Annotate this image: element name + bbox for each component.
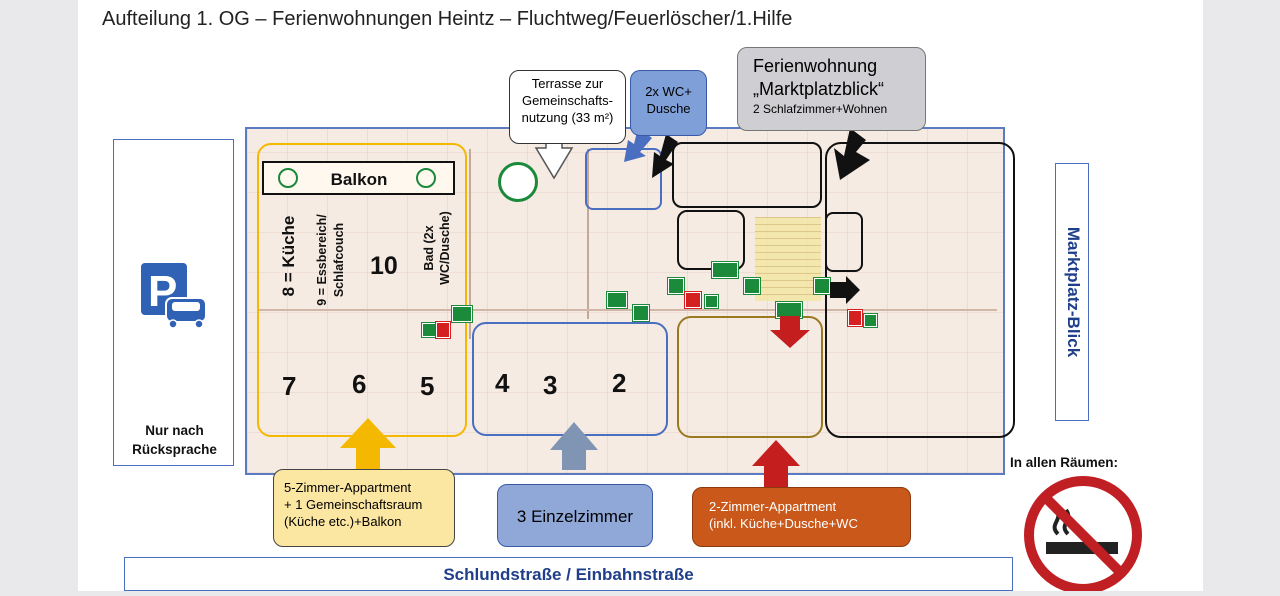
terrace-callout-line: Gemeinschafts- — [521, 93, 614, 108]
arrow-icon — [830, 276, 860, 304]
single-rooms-callout-text: 3 Einzelzimmer — [516, 507, 634, 526]
fire-extinguisher-icon — [685, 292, 701, 308]
wc-zone — [585, 148, 662, 210]
room-4-label: 4 — [495, 368, 510, 398]
parking-note-line: Rücksprache — [132, 442, 217, 457]
balcony-box: Balkon — [262, 161, 455, 195]
terrace-callout-line: nutzung (33 m²) — [521, 110, 614, 125]
parking-icon: P — [140, 262, 207, 330]
room-6-label: 6 — [352, 369, 367, 399]
page-title: Aufteilung 1. OG – Ferienwohnungen Heint… — [102, 8, 793, 30]
no-smoking-small-icon — [278, 168, 298, 188]
wc-callout-line: Dusche — [646, 101, 691, 116]
apartment-5-callout-line: 5-Zimmer-Appartment — [284, 480, 412, 495]
exit-sign-icon — [814, 278, 830, 294]
stairs — [755, 217, 821, 301]
plan-wall — [469, 149, 471, 339]
terrace-callout-line: Terrasse zur — [531, 76, 604, 91]
apartment-5-callout-line: + 1 Gemeinschaftsraum — [284, 497, 423, 512]
marktplatz-side-box — [1055, 163, 1089, 421]
parking-area: P Nur nach Rücksprache — [113, 139, 234, 466]
apartment-2-zone — [677, 316, 823, 438]
parking-note-line: Nur nach — [145, 423, 204, 438]
fewo-corridor-zone — [825, 212, 863, 272]
fire-extinguisher-icon — [436, 322, 450, 338]
wc-callout: 2x WC+ Dusche — [630, 70, 707, 136]
street-label: Schlundstraße / Einbahnstraße — [443, 565, 694, 584]
arrow-icon — [770, 316, 810, 348]
fewo-callout-line3: 2 Schlafzimmer+Wohnen — [753, 102, 888, 116]
no-smoking-small-icon — [416, 168, 436, 188]
arrow-icon — [624, 128, 652, 162]
first-aid-icon — [705, 295, 718, 308]
wc-callout-line: 2x WC+ — [645, 84, 692, 99]
plan-wall — [257, 309, 997, 311]
first-aid-icon — [422, 323, 436, 337]
no-smoking-terrace-icon — [498, 162, 538, 202]
fewo-callout: Ferienwohnung „Marktplatzblick“ 2 Schlaf… — [737, 47, 926, 131]
room-2-label: 2 — [612, 368, 627, 398]
arrow-icon — [550, 422, 598, 470]
street-box: Schlundstraße / Einbahnstraße — [124, 557, 1013, 591]
arrow-icon — [752, 440, 800, 490]
exit-sign-icon — [633, 305, 649, 321]
room-10-label: 10 — [370, 252, 398, 280]
exit-sign-icon — [607, 292, 627, 308]
arrow-icon — [340, 418, 396, 470]
apartment-2-callout-line: 2-Zimmer-Appartment — [709, 499, 837, 514]
no-smoking-caption: In allen Räumen: — [1010, 455, 1119, 470]
room-3-label: 3 — [543, 370, 558, 400]
room-7-label: 7 — [282, 371, 297, 401]
exit-sign-icon — [744, 278, 760, 294]
fewo-bath-zone — [677, 210, 745, 270]
apartment-5-callout-line: (Küche etc.)+Balkon — [284, 514, 402, 529]
exit-sign-icon — [452, 306, 472, 322]
apartment-5-callout: 5-Zimmer-Appartment + 1 Gemeinschaftsrau… — [273, 469, 455, 547]
parking-note: Nur nach Rücksprache — [114, 421, 235, 459]
arrow-icon — [834, 128, 870, 180]
exit-sign-icon — [668, 278, 684, 294]
fire-extinguisher-icon — [848, 310, 862, 326]
plan-wall — [587, 149, 589, 319]
terrace-callout: Terrasse zur Gemeinschafts- nutzung (33 … — [509, 70, 626, 144]
exit-sign-icon — [712, 262, 738, 278]
fewo-kitchen-zone — [672, 142, 822, 208]
room-5-label: 5 — [420, 371, 435, 401]
fewo-callout-line2: „Marktplatzblick“ — [753, 79, 885, 99]
apartment-2-callout: 2-Zimmer-Appartment (inkl. Küche+Dusche+… — [692, 487, 911, 547]
balcony-label: Balkon — [330, 170, 388, 189]
marktplatz-side-label: Marktplatz-Blick — [1064, 226, 1083, 358]
first-aid-icon — [864, 314, 877, 327]
arrow-icon — [652, 134, 678, 178]
fewo-callout-line1: Ferienwohnung — [753, 56, 878, 76]
single-rooms-callout: 3 Einzelzimmer — [497, 484, 653, 547]
apartment-2-callout-line: (inkl. Küche+Dusche+WC — [709, 516, 858, 531]
no-smoking-icon — [1024, 476, 1142, 594]
